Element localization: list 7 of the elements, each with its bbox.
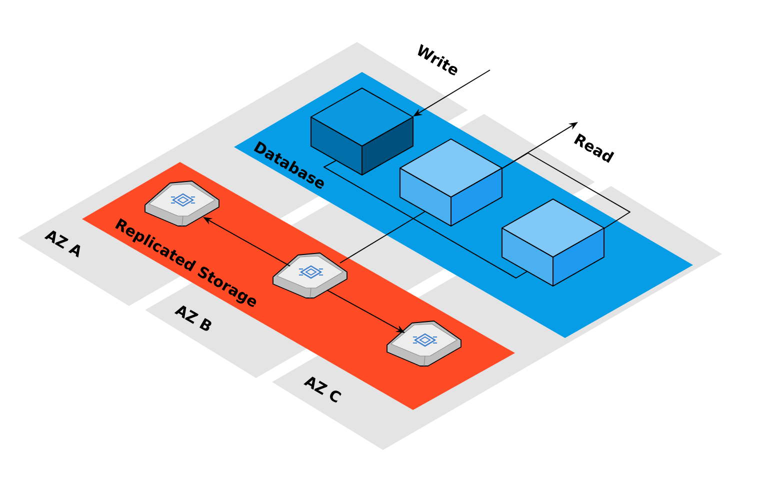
zone-label: AZ A xyxy=(44,230,80,258)
server-cube xyxy=(502,198,604,286)
zone-label: AZ B xyxy=(174,306,212,331)
storage-device xyxy=(272,252,348,298)
server-cube xyxy=(400,138,502,226)
storage-device xyxy=(386,320,462,366)
zone-label: AZ C xyxy=(304,376,342,402)
